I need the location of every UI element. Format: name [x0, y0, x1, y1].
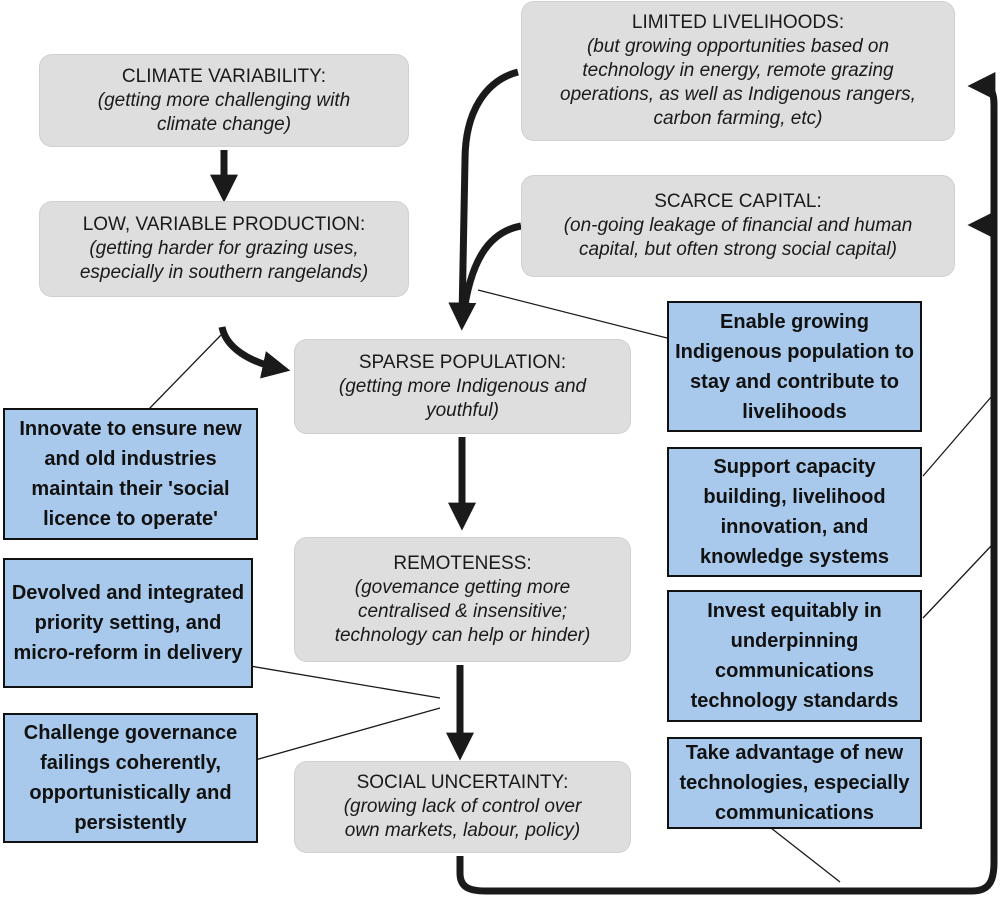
- response-indigenous: Enable growing Indigenous population to …: [667, 301, 922, 432]
- scarce-capital-box: SCARCE CAPITAL: (on-going leakage of fin…: [522, 176, 954, 276]
- social-uncertainty-title: SOCIAL UNCERTAINTY:: [356, 772, 569, 793]
- response-capacity: Support capacity building, livelihood in…: [667, 447, 922, 577]
- limited-livelihoods-subtitle: (but growing opportunities based on tech…: [560, 36, 916, 129]
- climate-variability-title: CLIMATE VARIABILITY:: [121, 65, 327, 87]
- sparse-population-title: SPARSE POPULATION:: [358, 351, 567, 373]
- low-variable-production-subtitle: (getting harder for grazing uses, especi…: [79, 238, 369, 283]
- arrow-production-to-population: [218, 326, 291, 379]
- remoteness-box: REMOTENESS: (govemance getting more cent…: [295, 538, 630, 661]
- link-devolved: [249, 665, 441, 699]
- link-indigenous: [477, 289, 668, 339]
- limited-livelihoods-title: LIMITED LIVELIHOODS:: [631, 12, 845, 33]
- social-uncertainty-box: SOCIAL UNCERTAINTY: (growing lack of con…: [295, 762, 630, 852]
- sparse-population-box: SPARSE POPULATION: (getting more Indigen…: [295, 340, 630, 433]
- response-technology: Take advantage of new technologies, espe…: [667, 737, 922, 829]
- link-invest: [922, 544, 993, 619]
- response-invest: Invest equitably in underpinning communi…: [667, 590, 922, 722]
- low-variable-production-box: LOW, VARIABLE PRODUCTION: (getting harde…: [40, 202, 408, 296]
- link-capacity: [922, 395, 993, 477]
- link-technology: [770, 827, 841, 883]
- response-devolved: Devolved and integrated priority setting…: [3, 558, 253, 688]
- link-challenge: [247, 707, 441, 763]
- remoteness-subtitle: (govemance getting more centralised & in…: [334, 576, 591, 646]
- scarce-capital-subtitle: (on-going leakage of financial and human…: [563, 215, 913, 260]
- response-challenge: Challenge governance failings coherently…: [3, 713, 258, 843]
- climate-variability-subtitle: (getting more challenging with climate c…: [97, 89, 351, 135]
- remoteness-title: REMOTENESS:: [393, 552, 532, 574]
- sparse-population-subtitle: (getting more Indigenous and youthful): [338, 375, 587, 421]
- social-uncertainty-subtitle: (growing lack of control over own market…: [343, 796, 582, 841]
- climate-variability-box: CLIMATE VARIABILITY: (getting more chall…: [40, 55, 408, 146]
- scarce-capital-title: SCARCE CAPITAL:: [654, 191, 822, 212]
- response-innovate: Innovate to ensure new and old industrie…: [3, 408, 258, 540]
- link-innovate: [147, 334, 222, 411]
- arrow-capital-to-population: [459, 222, 522, 319]
- limited-livelihoods-box: LIMITED LIVELIHOODS: (but growing opport…: [522, 2, 954, 140]
- arrow-feedback-to-livelihoods: [967, 72, 998, 450]
- arrow-livelihoods-to-population: [448, 68, 520, 331]
- low-variable-production-title: LOW, VARIABLE PRODUCTION:: [82, 214, 366, 235]
